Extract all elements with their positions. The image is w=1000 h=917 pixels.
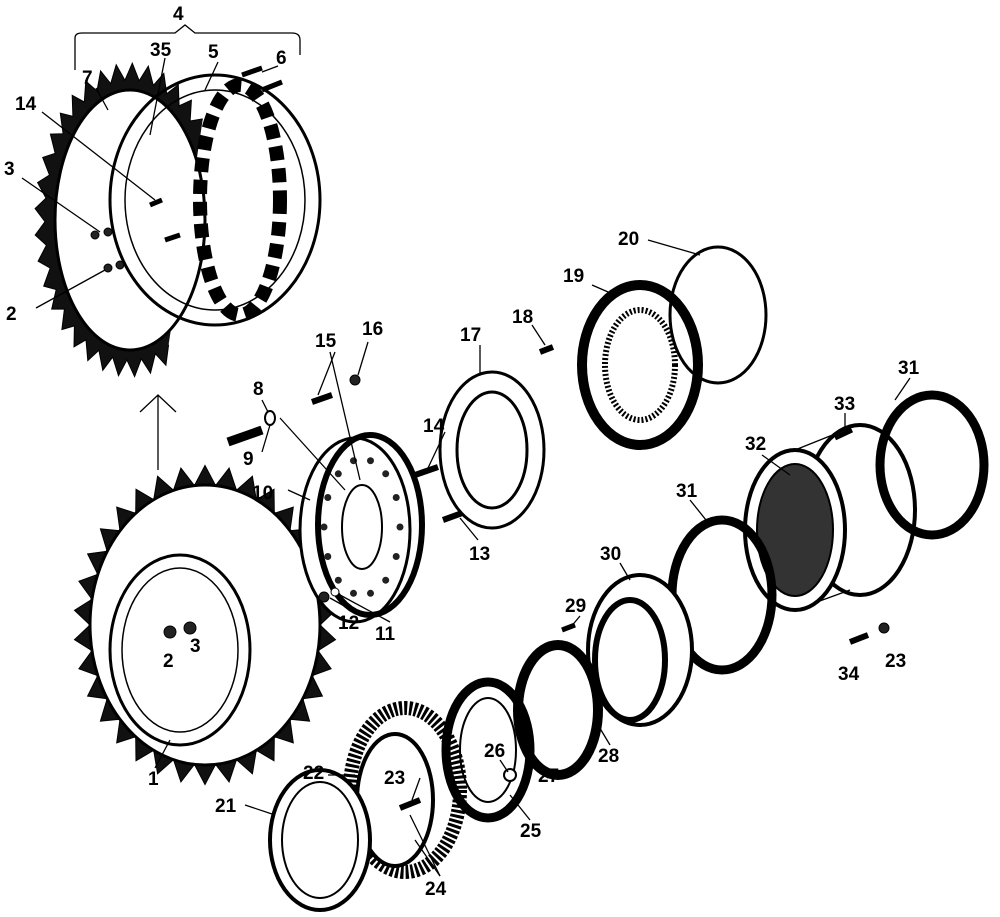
part-label: 13 (469, 544, 490, 565)
bolt-hole (396, 523, 404, 531)
part-label: 23 (384, 768, 405, 789)
part-label: 6 (276, 48, 287, 69)
part-label: 21 (215, 796, 237, 817)
part-label: 16 (362, 319, 383, 340)
part-label: 11 (375, 624, 396, 645)
part-label: 19 (563, 266, 584, 287)
part-label: 20 (618, 229, 639, 250)
part-label: 23 (885, 651, 906, 672)
part-label: 24 (425, 879, 447, 900)
assembly-arrow (139, 394, 177, 470)
part-label: 14 (15, 94, 37, 115)
part-label: 26 (484, 741, 505, 762)
bolt-hole (334, 470, 342, 478)
part-label: 31 (898, 358, 920, 379)
part-label: 14 (423, 416, 445, 437)
part-label: 22 (303, 763, 324, 784)
hub-plate (298, 432, 425, 624)
part-label: 8 (253, 379, 264, 400)
bolt-hole (392, 553, 400, 560)
part-label: 27 (538, 766, 559, 787)
part-label: 1 (148, 769, 159, 790)
bolt-hole (324, 553, 332, 560)
leader-lines (21, 57, 911, 877)
part-label: 15 (315, 331, 337, 352)
bolt-hole (367, 589, 374, 597)
part-labels: 4 35 5 6 7 14 3 2 8 15 16 9 10 17 18 19 … (4, 4, 920, 900)
part-label: 17 (460, 325, 481, 346)
part-label: 3 (190, 636, 201, 657)
part-label: 18 (512, 307, 533, 328)
part-label: 34 (838, 664, 860, 685)
bolt-hole (324, 494, 332, 501)
part-label: 28 (598, 746, 619, 767)
part-label: 30 (600, 544, 621, 565)
bolt-hole (392, 494, 400, 501)
part-label: 35 (150, 40, 172, 61)
part-label: 3 (4, 159, 15, 180)
bolt-hole (382, 470, 390, 478)
part-label: 2 (163, 651, 174, 672)
assembly-brace (74, 24, 301, 70)
part-label: 32 (745, 434, 766, 455)
part-label: 29 (565, 596, 586, 617)
bolt-hole (334, 576, 342, 584)
bolt-hole (350, 589, 357, 597)
sprocket-segment-assembly (34, 61, 322, 378)
part-label: 7 (82, 68, 93, 89)
bolt-hole (382, 576, 390, 584)
part-label: 5 (208, 42, 219, 63)
part-label: 33 (834, 394, 855, 415)
part-label: 31 (676, 481, 698, 502)
sprocket (73, 464, 337, 786)
part-label: 2 (6, 304, 17, 325)
bolt-hole (367, 457, 374, 465)
part-label: 4 (173, 4, 184, 25)
part-label: 9 (243, 449, 254, 470)
part-label: 10 (252, 483, 273, 504)
part-label: 12 (338, 613, 359, 634)
part-label: 25 (520, 821, 542, 842)
bolt-hole (320, 523, 328, 531)
